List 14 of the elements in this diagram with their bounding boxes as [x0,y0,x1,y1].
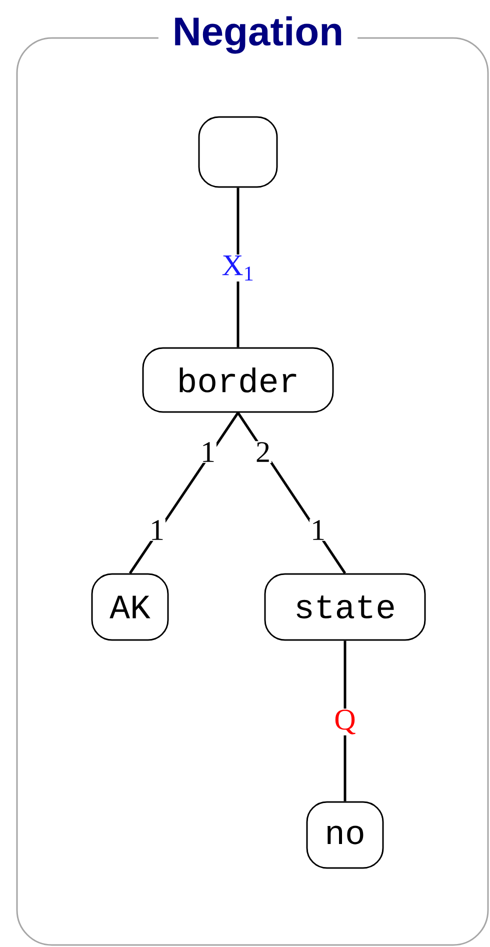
port-number: 1 [310,519,326,541]
edge-label: 1 [200,441,216,463]
tree-edge [236,412,346,574]
tree-node: AK [91,573,169,641]
tree-node: state [264,573,426,641]
tree-node: border [142,347,334,413]
tree-edge [128,412,240,574]
edge-label: 2 [254,441,272,463]
tree-node: no [306,801,384,869]
port-number: 1 [148,519,166,541]
frame-title: Negation [158,14,358,56]
tree-node [198,116,278,188]
edge-label: X$_{1}$ [220,254,256,282]
edge-label: Q [333,708,357,736]
